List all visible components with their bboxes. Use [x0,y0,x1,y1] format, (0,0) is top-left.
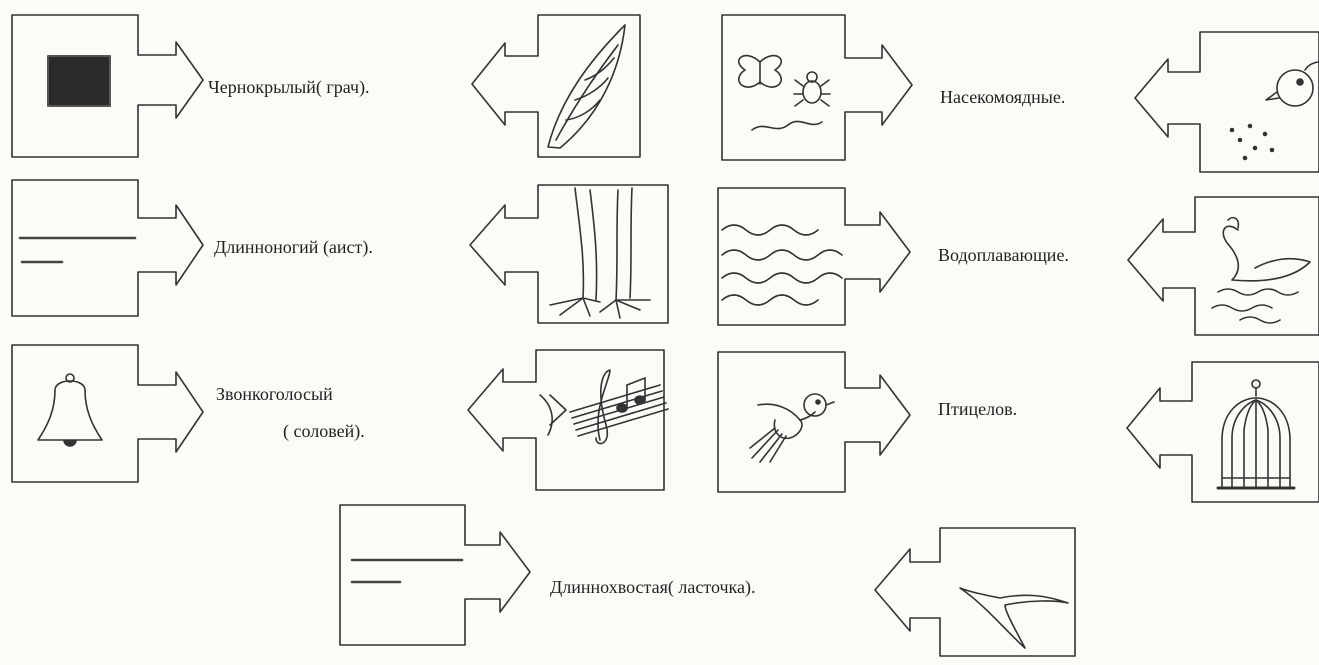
puzzle-piece-right-6 [1126,361,1319,503]
long-short-lines-icon-bottom [350,558,464,584]
bell-icon [37,373,103,447]
puzzle-piece-right-3 [467,349,665,491]
label-zvonkogolosy-line2: ( соловей). [283,421,365,441]
puzzle-piece-left-2 [11,179,204,317]
label-nasekomoyadnye: Насекомоядные. [940,87,1066,107]
puzzle-piece-right-4 [1134,31,1319,173]
puzzle-piece-left-5 [717,187,911,326]
puzzle-piece-left-7 [339,504,531,646]
label-chernokryly: Чернокрылый( грач). [208,77,370,97]
dark-square-icon [47,55,111,107]
music-notes-icon [539,369,669,445]
bird-pecking-seeds-icon [1229,61,1319,161]
water-waves-icon [721,224,843,306]
puzzle-piece-right-2 [469,184,669,324]
flying-bird-icon [749,393,835,463]
puzzle-piece-left-6 [717,351,911,493]
swallow-tail-icon [959,587,1069,649]
label-zvonkogolosy-line1: Звонкоголосый [216,384,333,404]
label-vodoplavayushchie: Водоплавающие. [938,245,1069,265]
insects-icon [738,54,831,131]
puzzle-piece-left-4 [721,14,913,161]
stork-legs-icon [549,187,651,319]
long-short-lines-icon [18,236,137,264]
puzzle-piece-left-3 [11,344,204,483]
birdcage-icon [1216,379,1296,490]
puzzle-piece-left-1 [11,14,204,158]
puzzle-piece-right-1 [471,14,641,158]
swan-icon [1211,216,1311,324]
puzzle-piece-right-5 [1127,196,1319,336]
puzzle-piece-right-7 [874,527,1076,657]
label-dlinnonogy: Длинноногий (аист). [214,237,373,257]
label-ptitselov: Птицелов. [938,399,1018,419]
label-dlinnokhvostaya: Длиннохвостая( ласточка). [550,577,756,597]
wing-feather-icon [547,24,626,149]
